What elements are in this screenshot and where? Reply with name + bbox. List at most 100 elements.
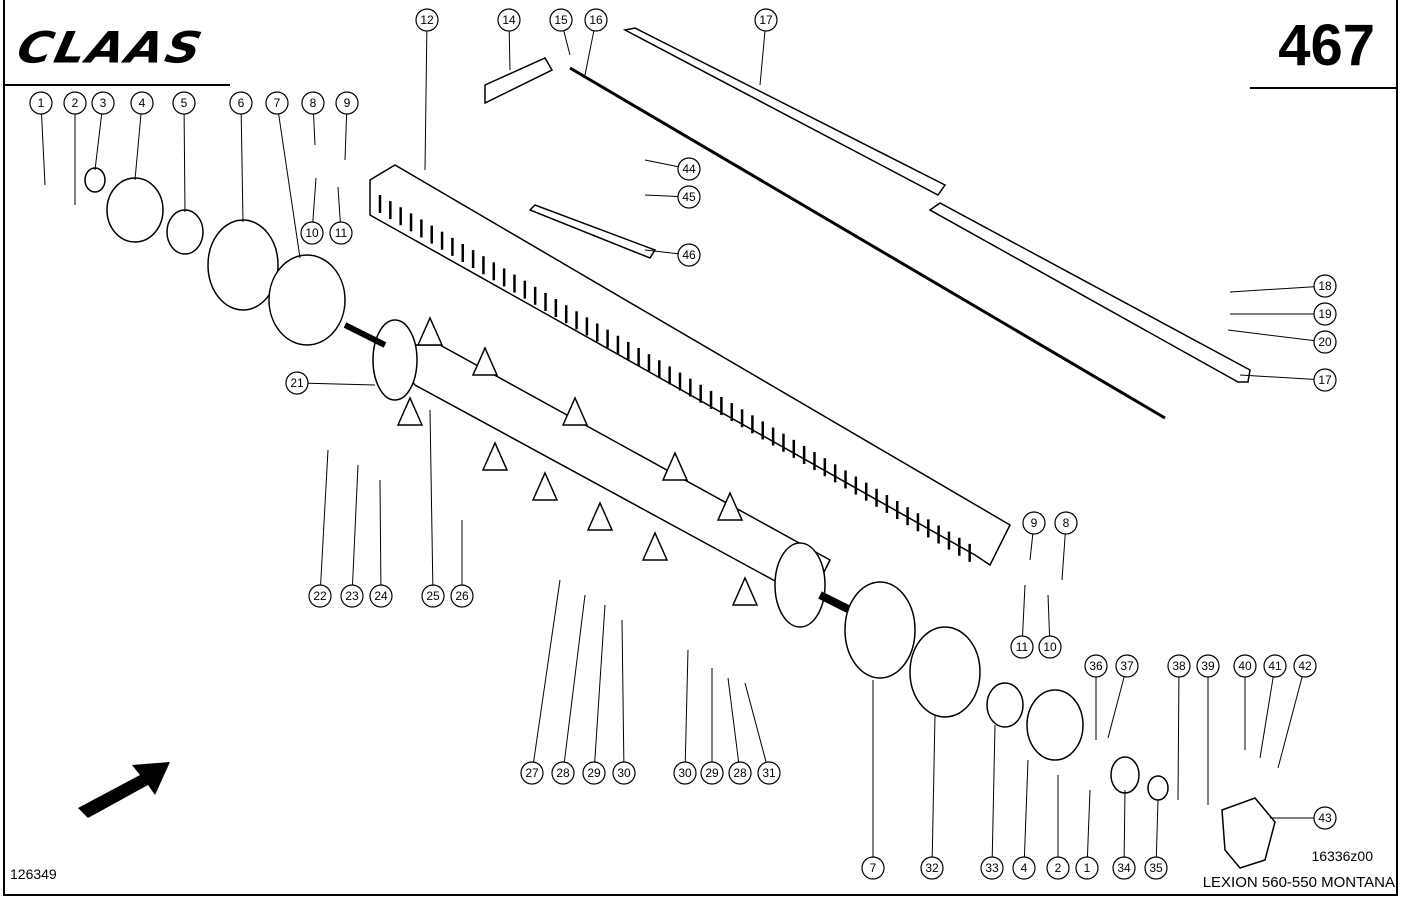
callout-label: 29 (587, 766, 601, 780)
callout-label: 26 (455, 589, 469, 603)
callout-label: 30 (617, 766, 631, 780)
callout-23: 23 (340, 464, 364, 608)
strip-17-upper (622, 27, 947, 196)
callout-label: 2 (1055, 861, 1062, 875)
lever-46 (528, 204, 657, 259)
callout-label: 15 (554, 13, 568, 27)
bearing-5 (166, 209, 204, 255)
callout-circle (1112, 856, 1136, 880)
callout-8: 8 (301, 91, 325, 146)
callout-43: 43 (1270, 806, 1337, 830)
callout-40: 40 (1233, 654, 1257, 750)
callout-circle (1313, 368, 1337, 392)
callout-circle (754, 8, 778, 32)
callout-circle (1233, 654, 1257, 678)
callout-24: 24 (369, 479, 393, 608)
callout-circle (677, 185, 701, 209)
figure-code: 16336z00 (1311, 848, 1373, 864)
callout-16: 16 (584, 8, 608, 76)
leader-line (183, 113, 186, 213)
housing-32 (909, 626, 981, 718)
callout-circle (285, 371, 309, 395)
callout-4: 4 (130, 91, 154, 181)
callout-label: 30 (678, 766, 692, 780)
callout-6: 6 (229, 91, 253, 223)
callout-circle (1144, 856, 1168, 880)
auger-flight (641, 531, 669, 561)
callout-1: 1 (29, 91, 53, 186)
leader-line (931, 714, 936, 858)
callout-label: 36 (1089, 659, 1103, 673)
callout-circle (301, 91, 325, 115)
callout-circle (549, 8, 573, 32)
leader-line (1123, 789, 1126, 858)
leader-line (379, 479, 382, 586)
callout-label: 9 (1031, 516, 1038, 530)
callout-label: 28 (556, 766, 570, 780)
callout-circle (728, 761, 752, 785)
callout-31: 31 (744, 682, 781, 785)
leader-line (1239, 374, 1315, 380)
housing-6 (207, 219, 279, 311)
shaft-stub-right (818, 591, 852, 614)
callout-12: 12 (415, 8, 439, 171)
leader-line (508, 30, 511, 71)
callout-label: 17 (759, 13, 773, 27)
callout-circle (1313, 806, 1337, 830)
callout-label: 10 (1043, 640, 1057, 654)
callout-label: 3 (100, 96, 107, 110)
comb-bar-12 (369, 164, 1011, 567)
callout-label: 11 (335, 226, 348, 240)
callout-9: 9 (335, 91, 359, 161)
callout-circle (520, 761, 544, 785)
callout-label: 6 (238, 96, 245, 110)
callout-22: 22 (308, 449, 332, 608)
callout-label: 1 (38, 96, 45, 110)
callout-26: 26 (450, 520, 474, 608)
callout-circle (1196, 654, 1220, 678)
callout-39: 39 (1196, 654, 1220, 805)
callout-label: 14 (502, 13, 516, 27)
shaft-stub-left (343, 322, 387, 348)
leader-line (594, 604, 606, 763)
leader-line (424, 30, 428, 171)
leader-line (1023, 759, 1029, 858)
callout-15: 15 (549, 8, 573, 56)
leader-line (1177, 676, 1180, 801)
callout-25: 25 (421, 409, 445, 608)
callout-33: 33 (980, 724, 1004, 880)
callout-32: 32 (920, 714, 944, 880)
shaft-flights (396, 316, 759, 606)
leader-line (94, 113, 103, 171)
leader-line (429, 409, 434, 586)
leader-line (1047, 594, 1051, 637)
ring-7-right (844, 581, 916, 679)
strip-17-lower (928, 202, 1251, 383)
callout-circle (172, 91, 196, 115)
leader-line (312, 177, 317, 223)
leader-line (1155, 799, 1159, 858)
callout-circle (1084, 654, 1108, 678)
callout-label: 19 (1318, 307, 1332, 321)
callout-34: 34 (1112, 789, 1136, 880)
leader-line (533, 579, 561, 763)
callout-label: 7 (870, 861, 877, 875)
page-frame (3, 0, 1398, 896)
leader-line (1061, 533, 1066, 581)
direction-arrow (78, 762, 170, 818)
callout-label: 22 (313, 589, 327, 603)
callout-30: 30 (673, 649, 697, 785)
auger-flight (561, 396, 589, 426)
callout-circle (612, 761, 636, 785)
callout-label: 18 (1318, 279, 1332, 293)
leader-line (1259, 676, 1274, 759)
leader-line (337, 186, 341, 223)
leader-line (1229, 286, 1315, 293)
leader-line (320, 449, 329, 586)
callout-5: 5 (172, 91, 196, 213)
leader-line (744, 682, 767, 763)
callout-11: 11 (1010, 584, 1034, 659)
callout-label: 44 (682, 162, 696, 176)
drawing-reference: 126349 (10, 866, 57, 882)
